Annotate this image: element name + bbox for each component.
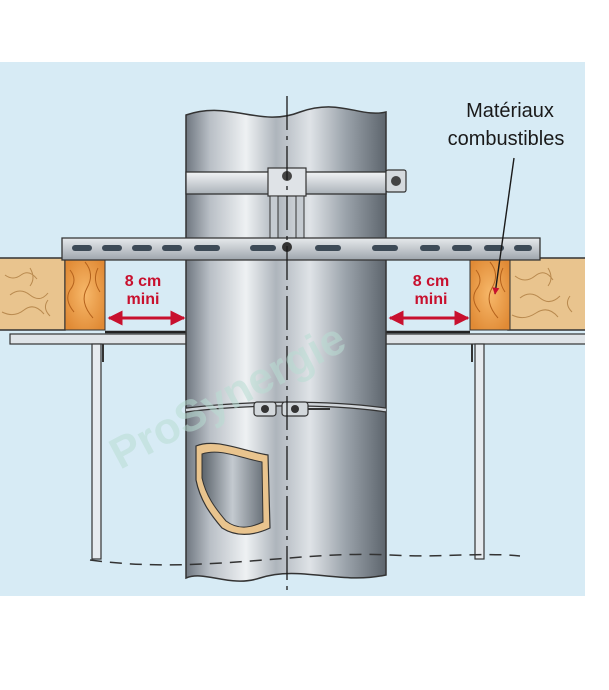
break-line <box>89 553 521 566</box>
materials-label-line2: combustibles <box>448 128 565 150</box>
materials-label-line1: Matériaux <box>466 100 554 122</box>
dimension-left-value: 8 cm <box>125 273 161 290</box>
support-leg-right <box>471 343 485 560</box>
pipe-cutaway <box>195 442 271 535</box>
leader-line <box>492 157 515 295</box>
wood-beam-left <box>0 257 66 331</box>
support-bar <box>61 237 541 261</box>
clamp-band <box>185 401 387 417</box>
support-leg-left <box>91 343 104 560</box>
dimension-right-value: 8 cm <box>413 273 449 290</box>
wood-beam-right <box>507 257 585 331</box>
dimension-left-sub: mini <box>127 291 160 308</box>
insulation-left <box>64 257 106 331</box>
insulation-right <box>469 257 511 331</box>
dimension-right-sub: mini <box>415 291 448 308</box>
